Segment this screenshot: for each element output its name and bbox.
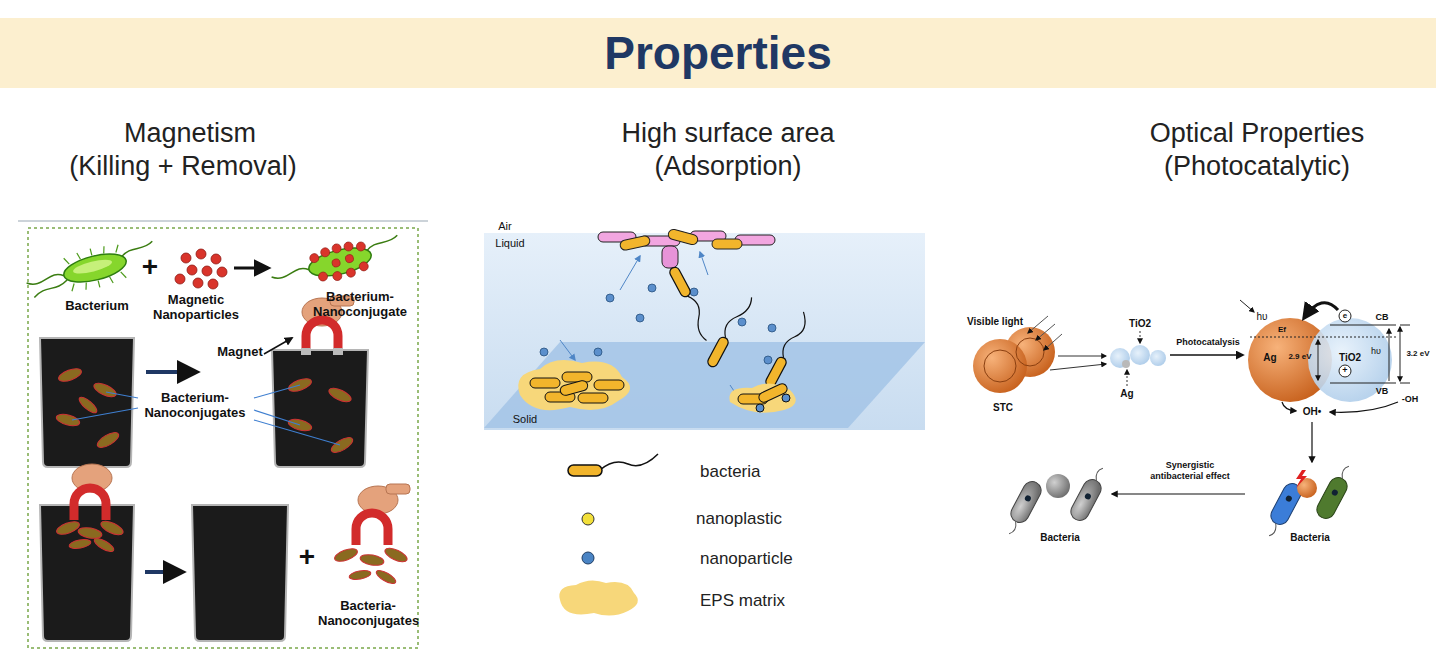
species-label: OH•: [1297, 406, 1327, 418]
energy-value: 2.9 eV: [1285, 352, 1315, 361]
section-heading: Magnetism: [10, 118, 370, 150]
phase-label: Solid: [505, 413, 545, 426]
symbol-label: hυ: [1252, 311, 1272, 323]
legend-text: nanoplastic: [696, 509, 782, 529]
section-heading: Optical Properties: [1077, 118, 1436, 150]
band-label: VB: [1372, 386, 1392, 397]
part-label: Magnetic Nanoparticles: [146, 292, 246, 323]
symbol-label: Ef: [1274, 325, 1290, 334]
part-label: Magnet: [210, 344, 270, 359]
hole-symbol: +: [1339, 365, 1351, 376]
symbol-label: hυ: [1369, 346, 1383, 357]
part-label: Bacteria-Nanoconjugates: [318, 598, 418, 629]
plus-sign: +: [292, 540, 322, 573]
legend-text: EPS matrix: [700, 591, 785, 611]
species-label: -OH: [1397, 394, 1423, 405]
part-label: Bacterium-Nanoconjugate: [304, 289, 416, 320]
band-label: CB: [1372, 312, 1392, 323]
part-label: TiO2: [1336, 352, 1364, 364]
slide-title: Properties: [0, 26, 1436, 81]
phase-label: Liquid: [490, 237, 530, 250]
arrow-label: Photocatalysis: [1168, 337, 1248, 348]
part-label: Bacteria: [1030, 532, 1090, 544]
section-heading: (Adsorption): [578, 151, 878, 183]
plus-sign: +: [135, 250, 165, 283]
part-label: Ag: [1112, 388, 1142, 400]
part-label: STC: [983, 402, 1023, 414]
legend-text: bacteria: [700, 462, 760, 482]
legend-text: nanoparticle: [700, 549, 793, 569]
electron-symbol: e: [1339, 311, 1351, 320]
phase-label: Air: [490, 220, 520, 233]
arrow-label: Synergistic antibacterial effect: [1140, 460, 1240, 481]
section-heading: (Killing + Removal): [3, 151, 363, 183]
part-label: Bacteria: [1280, 532, 1340, 544]
energy-value: 3.2 eV: [1403, 349, 1433, 358]
part-label: Bacterium-Nanoconjugates: [139, 390, 251, 421]
part-label: Ag: [1260, 352, 1280, 364]
section-heading: (Photocatalytic): [1107, 151, 1407, 183]
part-label: TiO2: [1120, 318, 1160, 330]
section-heading: High surface area: [528, 118, 928, 150]
part-label: Visible light: [960, 316, 1030, 328]
part-label: Bacterium: [52, 298, 142, 313]
